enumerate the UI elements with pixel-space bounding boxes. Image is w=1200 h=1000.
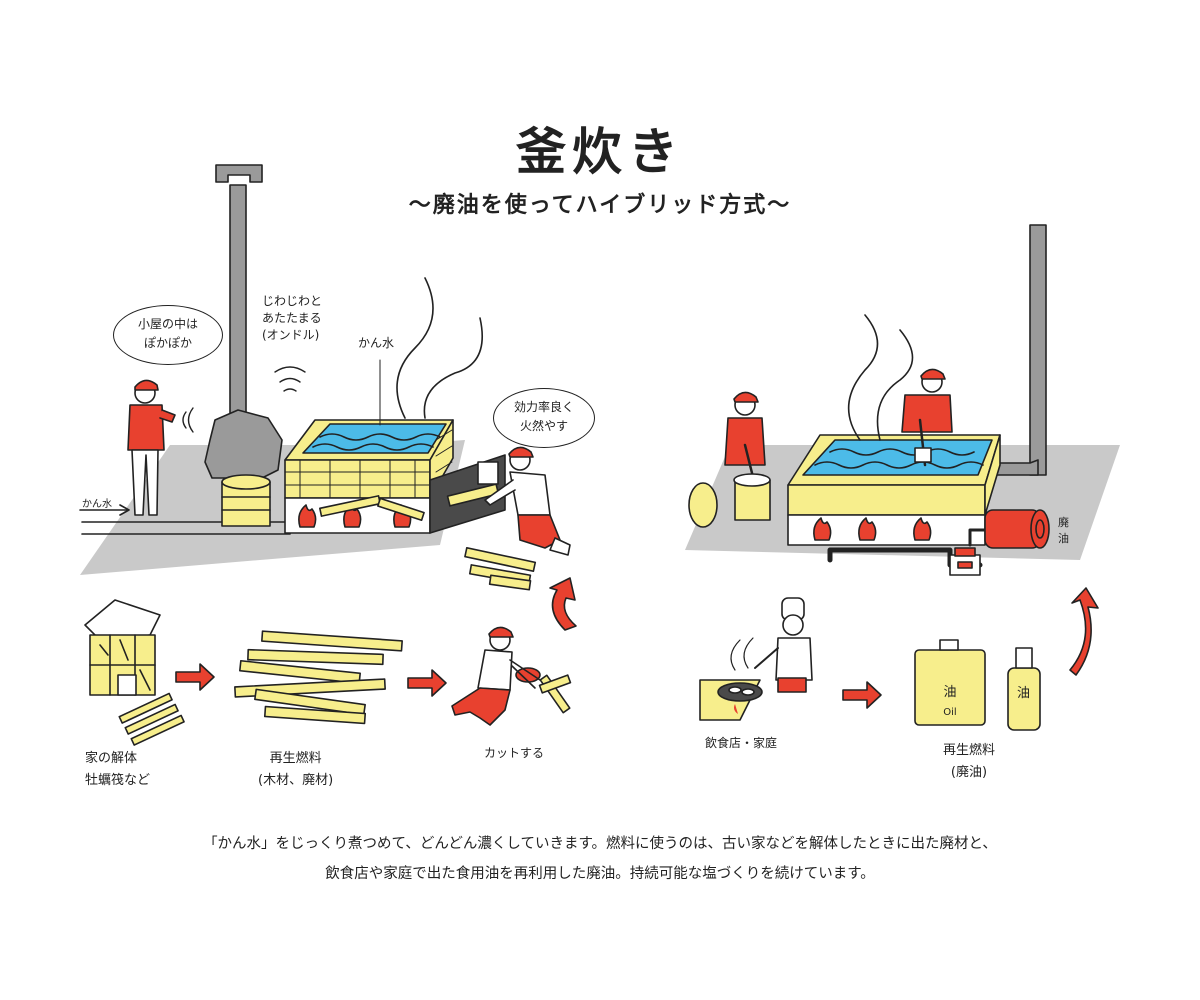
page-subtitle: 〜廃油を使ってハイブリッド方式〜 <box>408 193 792 218</box>
person-cutting <box>451 626 572 726</box>
arrow-1 <box>175 663 215 691</box>
label-kansui-left: かん水 <box>82 499 112 510</box>
label-oil-bottle: 油 <box>1017 686 1031 701</box>
firebox-door <box>429 454 506 534</box>
person-kneeling <box>484 446 571 556</box>
label-house: 家の解体 牡蠣筏など <box>85 751 151 788</box>
label-oil-can: 油 Oil <box>943 685 957 718</box>
right-tank <box>787 434 1001 546</box>
page-title: 釜炊き <box>516 123 684 181</box>
oil-bottle <box>1007 647 1041 731</box>
steam <box>396 277 434 419</box>
worker-shoveling <box>688 391 771 528</box>
label-warm: じわじわと あたたまる (オンドル) <box>262 294 323 342</box>
label-restaurant: 飲食店・家庭 <box>705 736 778 750</box>
left-tank <box>284 419 454 534</box>
up-arrow-left <box>549 577 577 631</box>
arrow-2 <box>407 669 447 697</box>
oil-can <box>914 639 986 726</box>
demolished-house <box>84 599 185 746</box>
cut-logs <box>464 547 537 591</box>
wood-pile <box>234 630 403 725</box>
label-waste-oil: 廃 油 <box>1058 516 1069 545</box>
left-chimney <box>204 164 283 479</box>
caption-line-1: 「かん水」をじっくり煮つめて、どんどん濃くしていきます。燃料に使うのは、古い家な… <box>203 836 997 852</box>
person-standing <box>127 379 176 516</box>
bubble-hut-warm: 小屋の中は ぽかぽか <box>113 305 223 365</box>
label-fuel-oil: 再生燃料 (廃油) <box>943 743 996 780</box>
left-bucket <box>221 474 271 527</box>
bubble-efficient-burn: 効力率良く 火然やす <box>493 388 595 448</box>
worker-stirring <box>901 368 953 467</box>
waste-oil-drum <box>984 509 1050 549</box>
chef <box>699 597 813 721</box>
label-fuel-wood: 再生燃料 (木材、廃材) <box>258 751 334 788</box>
label-kansui-top: かん水 <box>358 336 395 350</box>
oil-pump <box>949 547 981 576</box>
label-cut: カットする <box>484 746 545 760</box>
up-arrow-right <box>1069 587 1099 676</box>
caption-line-2: 飲食店や家庭で出た食用油を再利用した廃油。持続可能な塩づくりを続けています。 <box>325 866 875 882</box>
arrow-3 <box>842 681 882 709</box>
